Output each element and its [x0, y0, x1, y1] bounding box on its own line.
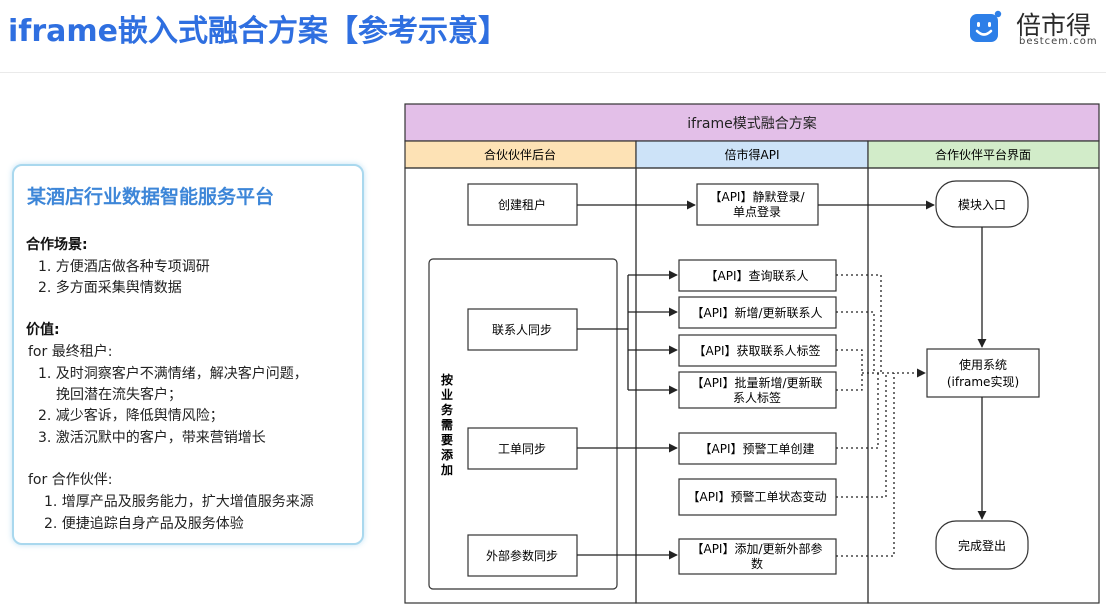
- side-label-char: 业: [441, 387, 453, 402]
- page-title: iframe嵌入式融合方案【参考示意】: [8, 14, 508, 49]
- value-heading: 价值:: [26, 322, 60, 338]
- platform-card: 某酒店行业数据智能服务平台 合作场景: 1. 方便酒店做各种专项调研 2. 多方…: [12, 164, 364, 545]
- tenant-item: 2. 减少客诉，降低舆情风险；: [38, 408, 224, 424]
- header-divider: [0, 72, 1106, 73]
- scenario-item: 1. 方便酒店做各种专项调研: [38, 259, 210, 275]
- node-api-upsert-contact: [678, 296, 837, 329]
- node-contact-sync: [467, 308, 578, 351]
- lane-label: 合伙伙伴后台: [484, 147, 556, 162]
- lane-header-partner-backend: [404, 140, 637, 169]
- node-label: 工单同步: [498, 442, 546, 456]
- dotted-connector: [836, 274, 882, 373]
- node-label: 创建租户: [498, 197, 546, 212]
- connector-group: [577, 200, 987, 560]
- node-api-param: [678, 538, 837, 575]
- scenario-item: 2. 多方面采集舆情数据: [38, 280, 182, 296]
- dotted-connector: [836, 349, 863, 373]
- node-label: 单点登录: [733, 204, 781, 219]
- node-label: 【API】静默登录/: [709, 189, 805, 204]
- dotted-connector: [836, 373, 879, 449]
- side-label-char: 添: [441, 447, 454, 462]
- tenant-item: 挽回潜在流失客户；: [56, 387, 182, 403]
- tenant-item: 1. 及时洞察客户不满情绪，解决客户问题，: [38, 366, 308, 382]
- node-label: 系人标签: [733, 390, 781, 405]
- node-label: 完成登出: [958, 538, 1006, 553]
- node-label: 使用系统: [959, 357, 1007, 372]
- node-label: 【API】新增/更新联系人: [691, 305, 822, 320]
- partner-item: 2. 便捷追踪自身产品及服务体验: [44, 516, 244, 532]
- scenario-heading: 合作场景:: [26, 237, 88, 253]
- card-title: 某酒店行业数据智能服务平台: [27, 186, 275, 208]
- node-param-sync: [467, 534, 578, 577]
- node-api-login: [696, 183, 819, 226]
- diagram-title: iframe模式融合方案: [687, 115, 816, 132]
- node-api-contact-tags: [678, 334, 837, 367]
- lane-label: 倍市得API: [725, 147, 780, 162]
- side-label: 按 业 务 需 要 添 加: [440, 372, 454, 477]
- node-api-query-contact: [678, 259, 837, 292]
- node-label: 联系人同步: [492, 323, 552, 337]
- node-use-system: [926, 348, 1040, 398]
- side-label-char: 需: [441, 418, 453, 432]
- node-label: 【API】批量新增/更新联: [691, 375, 822, 390]
- node-label: 【API】预警工单状态变动: [688, 489, 827, 504]
- node-label: 【API】预警工单创建: [700, 441, 815, 456]
- smile-logo-icon: [970, 10, 1002, 42]
- side-label-char: 加: [440, 462, 453, 477]
- logo-domain: bestcem.com: [1019, 36, 1098, 47]
- side-label-char: 务: [441, 402, 454, 417]
- logo-name: 倍市得: [1016, 11, 1092, 40]
- tenant-item: 3. 激活沉默中的客户，带来营销增长: [38, 430, 266, 446]
- node-api-batch-tags: [678, 371, 837, 409]
- dotted-connector: [836, 373, 863, 391]
- business-group: [428, 258, 618, 590]
- lane-body: [867, 167, 1100, 604]
- node-label: 数: [751, 556, 763, 571]
- dotted-connector: [836, 373, 887, 498]
- node-label: 【API】查询联系人: [706, 269, 809, 283]
- node-label: 【API】添加/更新外部参: [691, 541, 822, 556]
- node-label: 外部参数同步: [486, 548, 558, 563]
- partner-item: 1. 增厚产品及服务能力，扩大增值服务来源: [44, 494, 314, 510]
- node-label: 【API】获取联系人标签: [694, 343, 821, 358]
- dotted-connector-group: [836, 274, 926, 557]
- node-logout: [935, 520, 1029, 570]
- node-label: (iframe实现): [947, 374, 1019, 389]
- brand-logo: 倍市得 bestcem.com: [966, 4, 1100, 50]
- lane-header-api: [635, 140, 869, 169]
- partner-heading: for 合作伙伴:: [28, 472, 113, 488]
- node-api-alert-status: [678, 478, 837, 516]
- node-create-tenant: [467, 183, 578, 226]
- side-label-char: 按: [441, 372, 453, 387]
- node-api-alert-create: [678, 432, 837, 465]
- lane-label: 合作伙伴平台界面: [935, 147, 1031, 162]
- node-label: 模块入口: [958, 198, 1006, 212]
- dotted-connector: [836, 373, 895, 557]
- diagram-title-bar: [404, 103, 1100, 142]
- side-label-char: 要: [441, 432, 453, 447]
- tenant-heading: for 最终租户:: [28, 344, 113, 360]
- node-ticket-sync: [467, 427, 578, 470]
